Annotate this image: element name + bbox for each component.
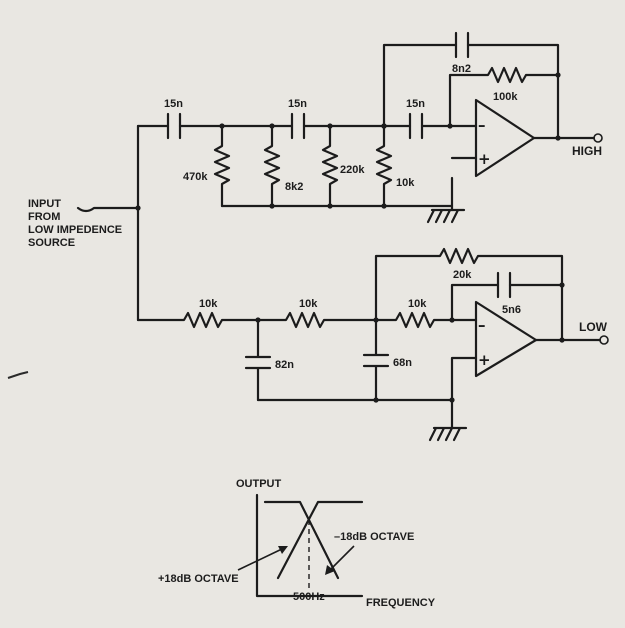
hp-capacitor-c1 (166, 112, 182, 140)
lp-r1-label: 10k (199, 298, 218, 310)
hp-rf-label: 100k (493, 91, 518, 103)
hp-capacitor-feedback (454, 31, 470, 59)
response-graph: OUTPUT FREQUENCY 500Hz +18dB OCTAVE –18d… (158, 478, 436, 609)
lp-c2-label: 68n (393, 357, 412, 369)
input-label-line1: INPUT (28, 198, 61, 210)
low-output-label: LOW (579, 320, 608, 334)
hp-r1-label: 470k (183, 171, 208, 183)
low-response-curve (263, 500, 340, 580)
hp-c1-label: 15n (164, 98, 183, 110)
lp-resistor-feedback (374, 247, 564, 342)
hp-opamp (474, 98, 536, 178)
lp-ground-symbol (428, 426, 468, 442)
hp-opamp-minus: – (478, 116, 486, 134)
hp-capacitor-c2 (290, 112, 306, 140)
lp-capacitor-c2 (362, 318, 390, 402)
input-junction (135, 205, 141, 211)
lp-opamp (474, 300, 538, 378)
lp-r2-label: 10k (299, 298, 318, 310)
high-output-label: HIGH (572, 144, 602, 158)
hp-r3-label: 220k (340, 164, 365, 176)
left-slope-arrow (237, 547, 285, 571)
lp-opamp-minus: – (478, 316, 486, 334)
lp-opamp-plus: + (478, 351, 491, 369)
hp-resistor-r3 (321, 124, 339, 208)
hp-junction-3 (327, 123, 333, 129)
hp-ground-symbol (426, 208, 466, 224)
lp-junction-fb (559, 282, 565, 288)
hp-junction-2 (269, 123, 275, 129)
hp-junction-fb (381, 123, 387, 129)
hp-opamp-plus: + (478, 150, 491, 168)
hp-c3-label: 15n (406, 98, 425, 110)
hp-resistor-r2 (263, 124, 281, 208)
lp-feedback-cap-wire (450, 283, 564, 322)
hp-cf-label: 8n2 (452, 63, 471, 75)
lp-junction-1 (255, 317, 261, 323)
left-slope-label: +18dB OCTAVE (158, 573, 239, 585)
right-slope-arrowhead (325, 565, 335, 575)
hp-junction-5 (269, 203, 275, 209)
left-slope-arrowhead (278, 546, 288, 554)
hp-resistor-feedback (448, 66, 560, 128)
high-output-terminal (593, 133, 603, 143)
lp-opamp-noninv-lead (450, 356, 478, 402)
input-section: INPUT FROM LOW IMPEDENCE SOURCE (28, 124, 141, 322)
lp-capacitor-c1 (244, 318, 272, 402)
high-response-curve (276, 500, 364, 580)
graph-axes (255, 493, 364, 598)
hp-resistor-r1 (213, 124, 231, 208)
input-label-line3: LOW IMPEDENCE (28, 224, 122, 236)
hp-junction-1 (219, 123, 225, 129)
hp-capacitor-c3 (408, 112, 424, 140)
input-label-line4: SOURCE (28, 237, 75, 249)
lp-cf-label: 5n6 (502, 304, 521, 316)
lp-junction-5 (449, 397, 455, 403)
hp-c2-label: 15n (288, 98, 307, 110)
hp-junction-6 (327, 203, 333, 209)
right-slope-label: –18dB OCTAVE (334, 531, 414, 543)
hp-feedback-cap-loop (382, 43, 560, 140)
lp-ground-bus (256, 398, 454, 430)
hp-junction-7 (381, 203, 387, 209)
graph-y-label: OUTPUT (236, 478, 282, 490)
lp-capacitor-feedback (496, 271, 512, 299)
hp-r2-label: 8k2 (285, 181, 303, 193)
low-pass-section: 10k 10k 10k 82n 68n 20k 5n6 – + L (136, 247, 609, 442)
right-slope-arrow (327, 545, 355, 573)
hp-junction-fb-out (555, 72, 561, 78)
print-speck (7, 371, 29, 379)
input-label-line2: FROM (28, 211, 60, 223)
hp-r4-label: 10k (396, 177, 415, 189)
hp-junction-inv (447, 123, 453, 129)
low-output-terminal (599, 335, 609, 345)
graph-x-label: FREQUENCY (366, 597, 436, 609)
lp-r3-label: 10k (408, 298, 427, 310)
crossover-label: 500Hz (293, 591, 325, 603)
high-pass-section: 15n 15n 15n 470k 8k2 220k 10k 8n2 (136, 31, 603, 224)
lp-c1-label: 82n (275, 359, 294, 371)
hp-resistor-r4 (375, 124, 393, 208)
input-wire (76, 206, 140, 213)
lp-rf-label: 20k (453, 269, 472, 281)
lp-junction-4 (373, 397, 379, 403)
lp-signal-wire (136, 311, 478, 329)
